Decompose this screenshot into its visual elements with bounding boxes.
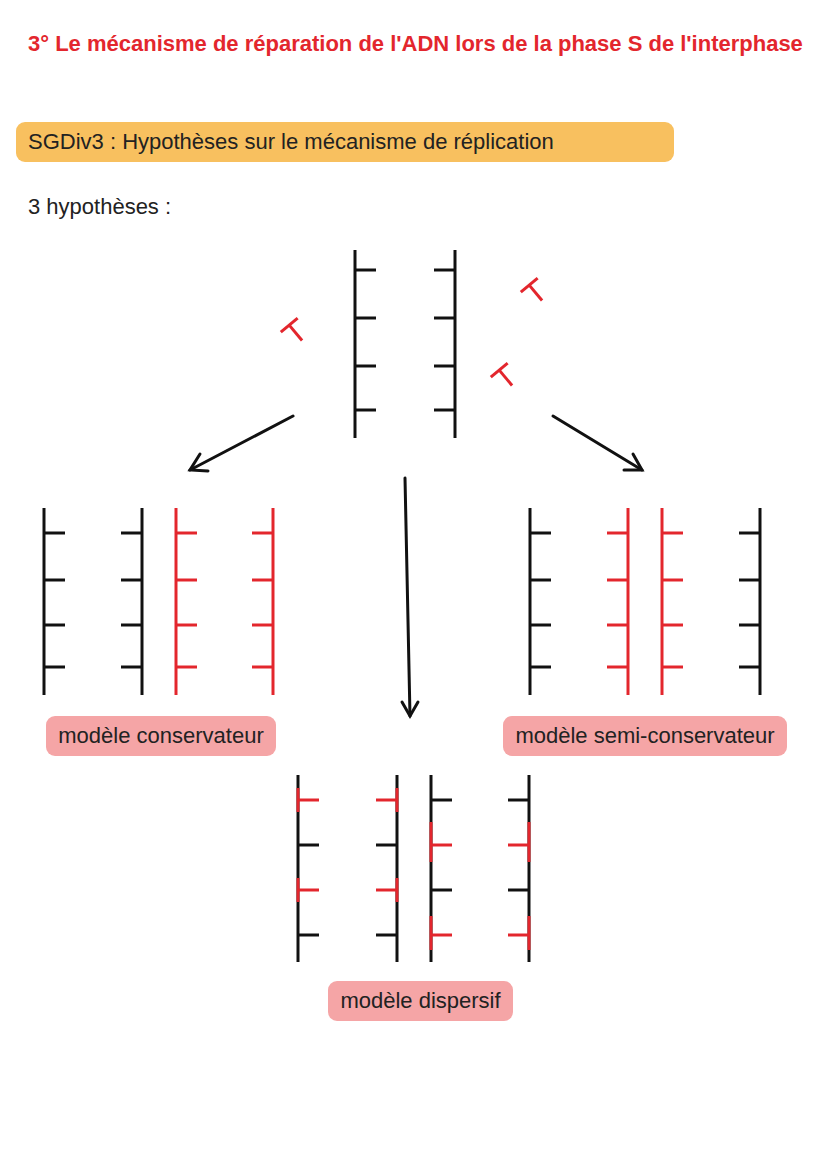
strand-stroke — [739, 532, 760, 535]
strand-stroke — [252, 624, 273, 627]
strand-stroke — [298, 889, 319, 892]
strand-stroke — [44, 624, 65, 627]
strand-stroke — [121, 579, 142, 582]
strand-stroke — [431, 844, 452, 847]
strand-stroke — [430, 822, 433, 862]
strand-stroke — [176, 624, 197, 627]
strand-stroke — [434, 409, 455, 412]
strand-stroke — [434, 365, 455, 368]
strand-stroke — [508, 799, 529, 802]
strand-stroke — [607, 624, 628, 627]
strand-stroke — [739, 666, 760, 669]
node-text: modèle dispersif — [340, 988, 500, 1014]
strand-stroke — [44, 666, 65, 669]
strand-stroke — [607, 532, 628, 535]
strand-stroke — [176, 579, 197, 582]
arrows — [190, 416, 642, 716]
strand-stroke — [739, 624, 760, 627]
strand-stroke — [528, 916, 531, 950]
strand-stroke — [376, 934, 397, 937]
strand-stroke — [434, 269, 455, 272]
strand-stroke — [376, 799, 397, 802]
strand-stroke — [508, 934, 529, 937]
strand-stroke — [298, 934, 319, 937]
strand-stroke — [298, 844, 319, 847]
strand-stroke — [739, 579, 760, 582]
strand-stroke — [355, 365, 376, 368]
strand-stroke — [376, 844, 397, 847]
strand-stroke — [252, 532, 273, 535]
strand-stroke — [434, 317, 455, 320]
strand-stroke — [176, 666, 197, 669]
strand-stroke — [662, 624, 683, 627]
strand-stroke — [121, 624, 142, 627]
node-text: modèle conservateur — [58, 723, 263, 749]
strand-stroke — [431, 934, 452, 937]
strand-stroke — [508, 889, 529, 892]
strand-stroke — [44, 532, 65, 535]
strand-stroke — [355, 269, 376, 272]
strand-stroke — [607, 579, 628, 582]
strand-stroke — [530, 666, 551, 669]
strand-stroke — [530, 532, 551, 535]
strand-stroke — [662, 579, 683, 582]
model-label: modèle dispersif — [328, 981, 513, 1021]
node-text: SGDiv3 : Hypothèses sur le mécanisme de … — [28, 129, 554, 155]
model-label: modèle conservateur — [46, 716, 276, 756]
strand-stroke — [121, 666, 142, 669]
strand-stroke — [662, 532, 683, 535]
strand-stroke — [121, 532, 142, 535]
strand-stroke — [44, 579, 65, 582]
strand-stroke — [355, 317, 376, 320]
strand-stroke — [528, 822, 531, 862]
strand-stroke — [355, 409, 376, 412]
section-banner: SGDiv3 : Hypothèses sur le mécanisme de … — [16, 122, 674, 162]
model-label: modèle semi-conservateur — [503, 716, 787, 756]
strand-stroke — [431, 799, 452, 802]
strand-stroke — [530, 579, 551, 582]
strand-stroke — [530, 624, 551, 627]
strand-stroke — [376, 889, 397, 892]
strand-stroke — [430, 916, 433, 950]
free-nucleotides — [281, 278, 551, 392]
section-title: 3° Le mécanisme de réparation de l'ADN l… — [28, 30, 818, 57]
strand-stroke — [298, 799, 319, 802]
strand-stroke — [431, 889, 452, 892]
strand-stroke — [252, 579, 273, 582]
strand-stroke — [252, 666, 273, 669]
strand-stroke — [607, 666, 628, 669]
note-label: 3 hypothèses : — [28, 194, 171, 220]
strand-stroke — [176, 532, 197, 535]
node-text: modèle semi-conservateur — [515, 723, 774, 749]
strand-stroke — [508, 844, 529, 847]
strand-stroke — [662, 666, 683, 669]
